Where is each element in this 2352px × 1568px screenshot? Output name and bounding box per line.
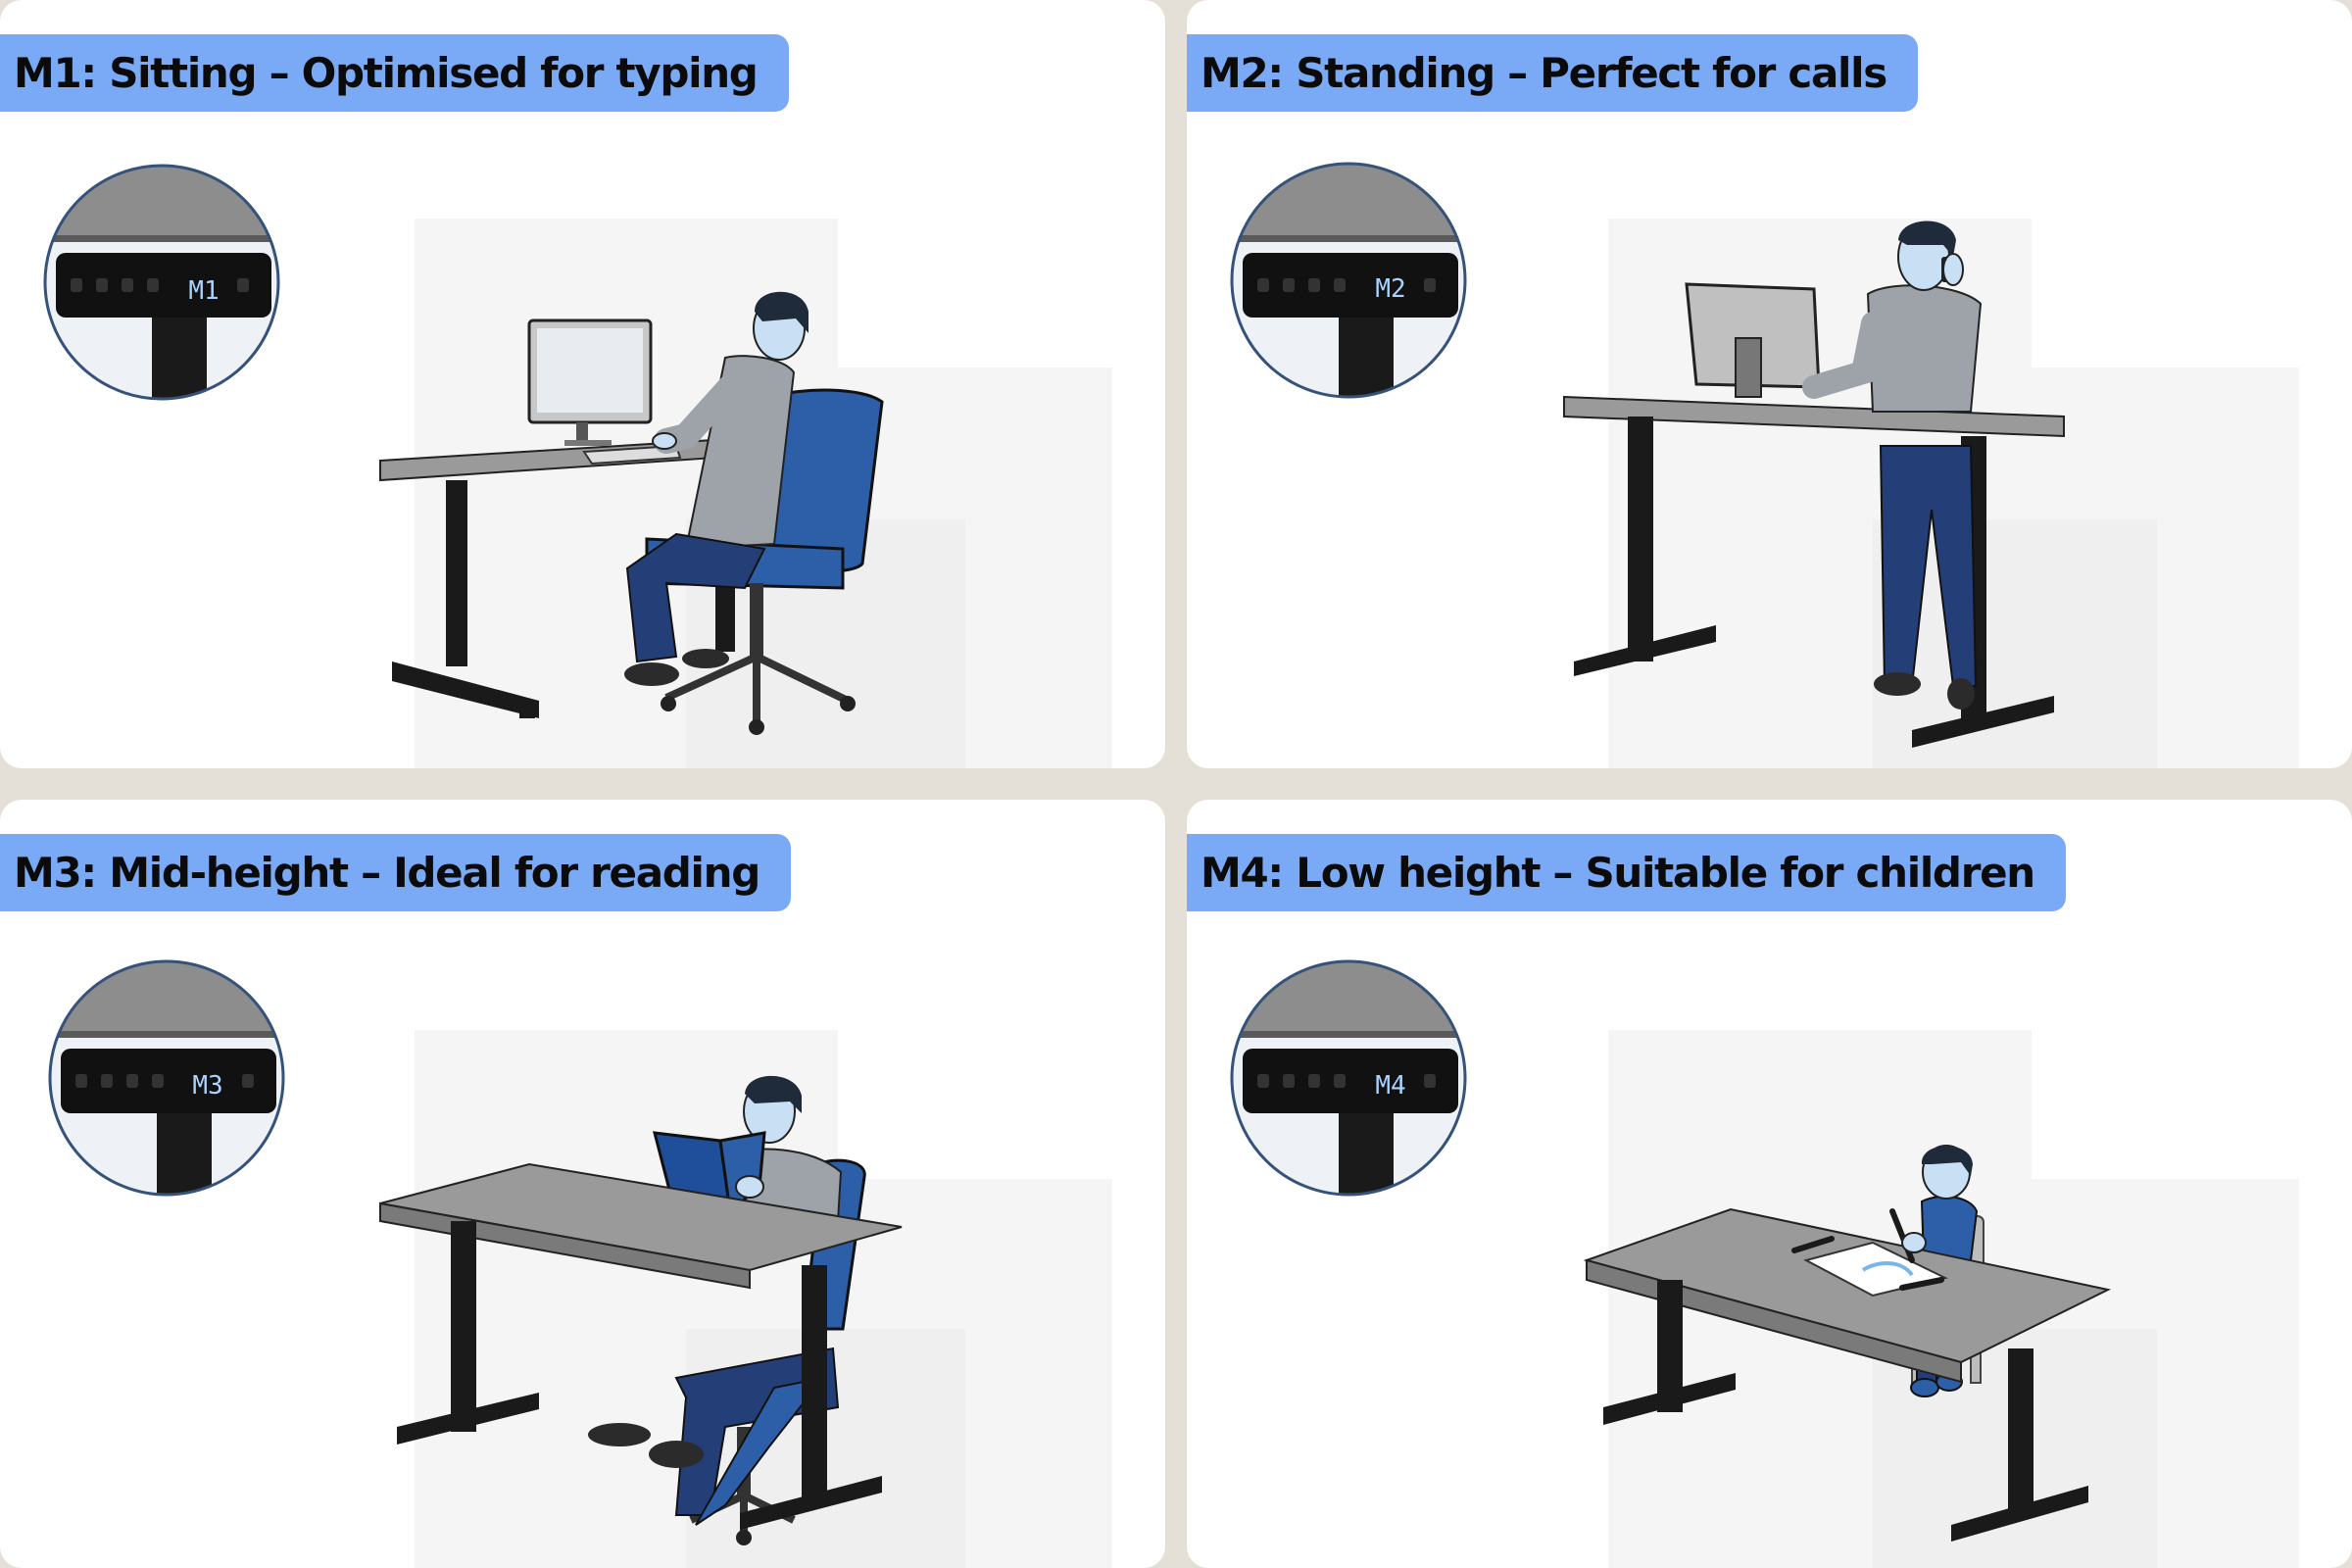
phone-icon <box>1941 253 1964 286</box>
mode-label-m4: M4: Low height – Suitable for children <box>1187 834 2066 911</box>
mode-label-m1: M1: Sitting – Optimised for typing <box>0 34 789 112</box>
scene-sitting-typing: M1 <box>43 164 1112 768</box>
display-readout: M4 <box>1375 1071 1405 1101</box>
monitor-icon <box>1685 282 1821 398</box>
panel-m3: M3 <box>0 800 1165 1568</box>
scene-reading: M3 <box>48 959 1112 1568</box>
mode-label-m3: M3: Mid-height – Ideal for reading <box>0 834 791 911</box>
display-readout: M3 <box>192 1071 222 1101</box>
height-control-icon <box>48 959 285 1197</box>
person-icon <box>1802 220 1983 710</box>
display-readout: M1 <box>188 276 219 306</box>
person-icon <box>588 1075 843 1526</box>
panel-m4: M4 <box>1187 800 2352 1568</box>
scene-child-drawing: M4 <box>1230 959 2299 1568</box>
desk-icon <box>1583 1207 2112 1542</box>
height-control-icon <box>1230 959 1467 1197</box>
desk-icon <box>379 1162 903 1530</box>
height-control-icon <box>43 164 280 401</box>
height-control-icon <box>1230 162 1467 399</box>
person-icon <box>624 291 808 686</box>
panel-m2: M2 M2: Standing – Perfect for calls <box>1187 0 2352 768</box>
display-readout: M2 <box>1375 274 1405 304</box>
monitor-icon <box>527 318 682 466</box>
scene-standing-call: M2 <box>1230 162 2299 768</box>
mode-label-m2: M2: Standing – Perfect for calls <box>1187 34 1918 112</box>
panel-m1: M1 <box>0 0 1165 768</box>
